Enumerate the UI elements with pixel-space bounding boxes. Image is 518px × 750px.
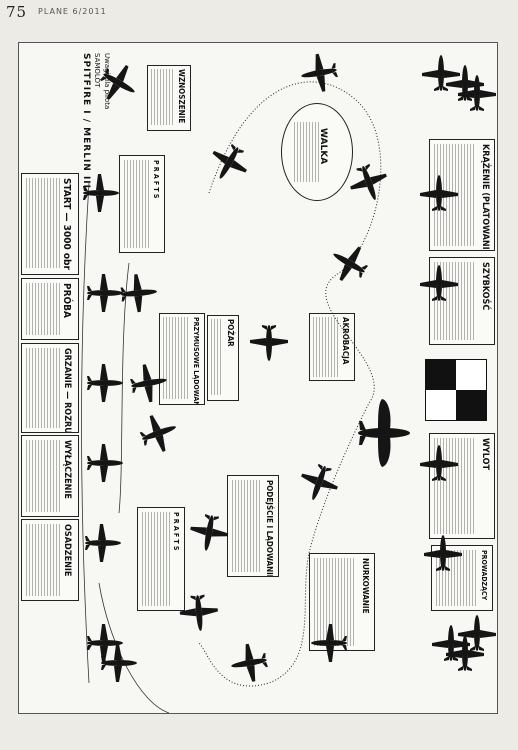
spitfire-silhouette [421,531,465,575]
section-wylaczenie: WYŁĄCZENIE [21,435,79,517]
section-osadzenie: OSADZENIE [21,519,79,601]
spitfire-silhouette [115,269,163,317]
spitfire-silhouette [417,441,461,485]
section-pozar: POŻAR [207,315,239,401]
spitfire-silhouette [417,171,461,215]
section-przymusowe: PRZYMUSOWE LĄDOWANIE [159,313,205,405]
page-header: 75 PLANE 6/2011 [6,3,512,21]
spitfire-silhouette [175,589,223,637]
spitfire-silhouette [184,508,235,559]
spitfire-silhouette [455,611,497,655]
spitfire-silhouette [89,53,149,113]
spitfire-silhouette [294,48,345,99]
section-wznoszenie: WZNOSZENIE [147,65,191,131]
spitfire-silhouette [83,441,127,485]
section-start: START — 3000 obr [21,173,79,275]
spitfire-silhouette [83,361,127,405]
section-prafts-lower: P R A F T S [137,507,185,611]
spitfire-silhouette [455,71,497,115]
polish-checkerboard [425,359,487,421]
section-proba: PRÓBA [21,278,79,340]
spitfire-silhouette [307,621,351,665]
spitfire-silhouette [341,155,397,211]
spitfire-silhouette [199,133,259,193]
spitfire-silhouette [417,261,461,305]
spitfire-silhouette [83,271,127,315]
section-grzanie: GRZANIE — ROZRUCH [21,343,79,433]
spitfire-silhouette [443,631,487,675]
section-walka: WALKA [281,103,353,201]
page-number: 75 [6,3,28,21]
spitfire-silhouette [124,358,175,409]
spitfire-silhouette [79,171,123,215]
spitfire-silhouette [83,621,127,665]
pilot-notes-poster: Uwagi dla pilota SAMOLOT SPITFIRE I / ME… [18,42,498,714]
spitfire-silhouette [81,521,125,565]
spitfire-silhouette [291,455,347,511]
spitfire-silhouette [319,233,379,293]
spitfire-silhouette [224,638,275,689]
section-podejscie: PODEJŚCIE I LĄDOWANIE [227,475,279,577]
spitfire-silhouette [97,641,141,685]
spitfire-topview [354,398,414,468]
spitfire-silhouette [131,405,187,461]
section-nurkowanie: NURKOWANIE [309,553,375,651]
magazine-title: PLANE 6/2011 [38,7,107,16]
spitfire-silhouette [247,321,291,365]
section-prafts-upper: P R A F T S [119,155,165,253]
spitfire-silhouette [419,51,463,95]
